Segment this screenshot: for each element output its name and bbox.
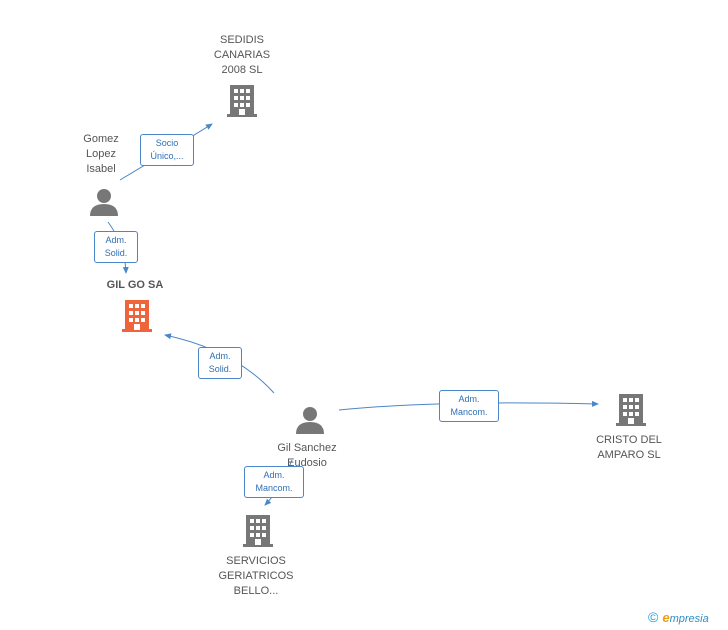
brand-rest: mpresia (669, 612, 709, 625)
node-label-gomez[interactable]: Gomez Lopez Isabel (83, 133, 119, 175)
brand-footer: © empresia (648, 609, 709, 625)
edge-label-adm-mancom-cristo[interactable]: Adm. Mancom. (439, 390, 499, 422)
node-label-cristo[interactable]: CRISTO DEL AMPARO SL (596, 434, 662, 461)
edge-label-socio-unico[interactable]: Socio Único,... (140, 134, 194, 166)
edge-label-adm-mancom-servicios[interactable]: Adm. Mancom. (244, 466, 304, 498)
node-label-gilgo[interactable]: GIL GO SA (106, 279, 164, 291)
building-icon[interactable] (243, 515, 273, 547)
edge-label-adm-solid-gomez[interactable]: Adm. Solid. (94, 231, 138, 263)
copyright-icon: © (648, 609, 659, 625)
edge-label-adm-solid-gilsanchez[interactable]: Adm. Solid. (198, 347, 242, 379)
node-label-sedidis[interactable]: SEDIDIS CANARIAS 2008 SL (213, 34, 271, 76)
person-icon[interactable] (90, 189, 118, 216)
building-icon[interactable] (227, 85, 257, 117)
node-label-servicios[interactable]: SERVICIOS GERIATRICOS BELLO... (218, 555, 294, 597)
building-icon-focus[interactable] (122, 300, 152, 332)
empresia-logo[interactable]: empresia (662, 610, 708, 625)
brand-initial: e (662, 609, 670, 625)
person-icon[interactable] (296, 407, 324, 434)
building-icon[interactable] (616, 394, 646, 426)
